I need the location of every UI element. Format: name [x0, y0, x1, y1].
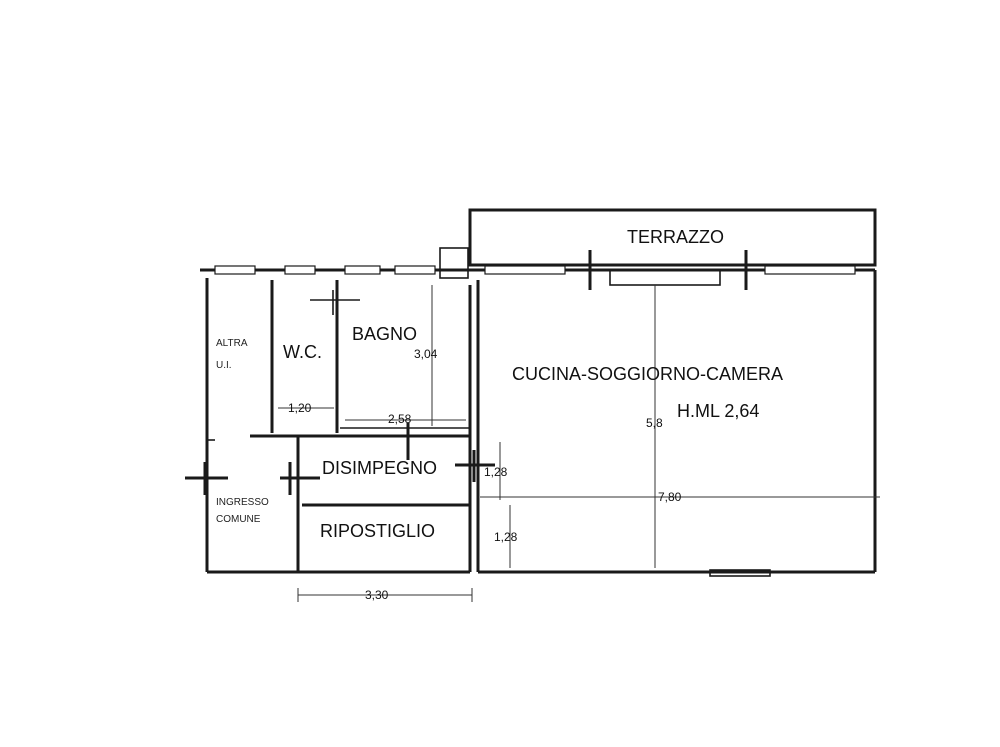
- window-3: [344, 265, 381, 275]
- window-1: [214, 265, 256, 275]
- altra-ui-label-1: ALTRA: [216, 338, 248, 349]
- window-6: [764, 265, 856, 275]
- disimpegno-label: DISIMPEGNO: [322, 458, 437, 478]
- bagno-label: BAGNO: [352, 324, 417, 344]
- wc-label: W.C.: [283, 342, 322, 362]
- terrazzo-outline: [468, 208, 877, 267]
- dim-wc-width: 1,20: [288, 401, 312, 415]
- ingresso-label-1: INGRESSO: [216, 497, 269, 508]
- dim-bagno-width: 2,58: [388, 412, 412, 426]
- dim-disimpegno-depth: 1,28: [484, 465, 508, 479]
- dim-cucina-width: 7,80: [658, 490, 682, 504]
- ingresso-label-2: COMUNE: [216, 514, 261, 525]
- height-label: H.ML 2,64: [677, 401, 759, 421]
- window-5: [484, 265, 566, 275]
- cucina-label: CUCINA-SOGGIORNO-CAMERA: [512, 364, 783, 384]
- dim-cucina-depth: 5,8: [646, 416, 663, 430]
- altra-ui-label-2: U.I.: [216, 360, 232, 371]
- window-2: [284, 265, 316, 275]
- window-4: [394, 265, 436, 275]
- bottom-bay: [709, 569, 771, 577]
- dim-ripostiglio-depth: 1,28: [494, 530, 518, 544]
- ripostiglio-label: RIPOSTIGLIO: [320, 521, 435, 541]
- dim-total-width: 3,30: [365, 588, 389, 602]
- balcony-door-bay: [609, 269, 721, 286]
- chimney-shaft: [439, 247, 469, 279]
- dim-bagno-height: 3,04: [414, 347, 438, 361]
- terrazzo-label: TERRAZZO: [627, 227, 724, 247]
